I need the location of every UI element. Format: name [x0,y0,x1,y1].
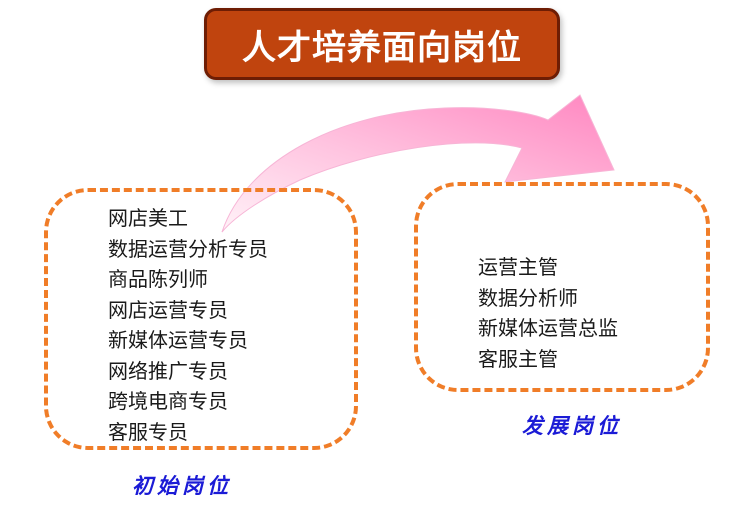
development-positions-caption: 发展岗位 [522,413,622,438]
list-item: 网店美工 [108,206,188,230]
initial-positions-list: 网店美工 数据运营分析专员 商品陈列师 网店运营专员 新媒体运营专员 网络推广专… [108,203,268,447]
list-item: 数据运营分析专员 [108,236,268,261]
initial-positions-caption: 初始岗位 [132,473,232,498]
list-item: 新媒体运营总监 [478,316,618,340]
list-item: 数据分析师 [478,285,578,310]
initial-positions-box [44,188,358,450]
development-positions-box [414,182,710,392]
list-item: 客服专员 [108,419,188,444]
list-item: 客服主管 [478,346,558,371]
diagram-title: 人才培养面向岗位 [242,27,522,68]
list-item: 跨境电商专员 [108,389,228,413]
development-positions-list: 运营主管 数据分析师 新媒体运营总监 客服主管 [478,252,618,374]
list-item: 网络推广专员 [108,358,228,383]
list-item: 运营主管 [478,255,558,279]
list-item: 网店运营专员 [108,297,228,322]
title-box: 人才培养面向岗位 [204,8,560,80]
list-item: 新媒体运营专员 [108,328,248,352]
list-item: 商品陈列师 [108,267,208,291]
arrow-shape [221,94,615,233]
